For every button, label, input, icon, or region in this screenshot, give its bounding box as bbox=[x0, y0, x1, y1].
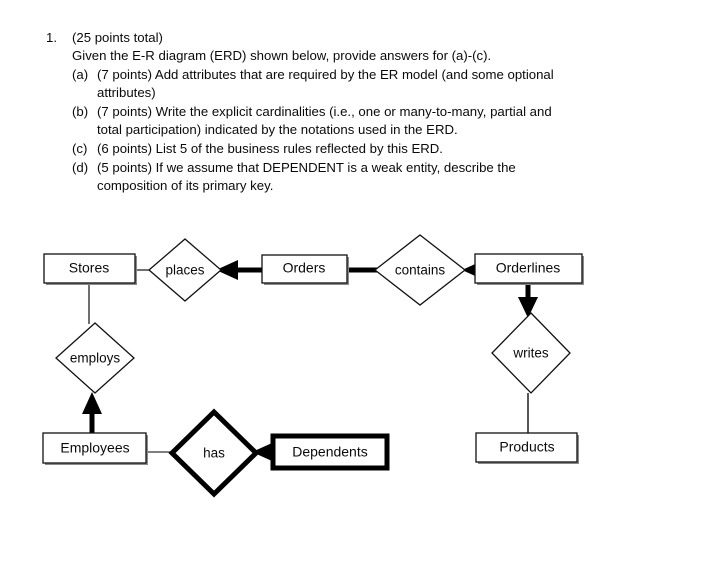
question-line-1: (25 points total) bbox=[72, 30, 163, 45]
connector-orderlines-writes bbox=[518, 283, 538, 318]
question-line-b-cont: total participation) indicated by the no… bbox=[97, 122, 458, 137]
entity-dependents[interactable]: Dependents bbox=[270, 433, 390, 471]
question-line-2: Given the E-R diagram (ERD) shown below,… bbox=[72, 48, 492, 63]
list-marker-a: (a) bbox=[72, 67, 89, 82]
entity-orders[interactable]: Orders bbox=[261, 254, 349, 285]
list-marker-1: 1. bbox=[46, 30, 57, 45]
connector-orders-places bbox=[216, 260, 262, 280]
relationship-employs[interactable]: employs bbox=[55, 322, 135, 394]
entity-stores[interactable]: Stores bbox=[43, 253, 137, 285]
relationship-has[interactable]: has bbox=[168, 408, 260, 498]
question-line-b: (7 points) Write the explicit cardinalit… bbox=[97, 104, 552, 119]
relationship-places[interactable]: places bbox=[148, 238, 222, 302]
question-line-a: (7 points) Add attributes that are requi… bbox=[97, 67, 554, 82]
connector-employees-employs bbox=[82, 392, 102, 433]
relationship-contains[interactable]: contains bbox=[373, 234, 467, 306]
question-line-c: (6 points) List 5 of the business rules … bbox=[97, 141, 443, 156]
list-marker-d: (d) bbox=[72, 160, 89, 175]
entity-orderlines[interactable]: Orderlines bbox=[474, 253, 584, 285]
entity-employees[interactable]: Employees bbox=[42, 432, 148, 465]
list-marker-c: (c) bbox=[72, 141, 88, 156]
list-marker-b: (b) bbox=[72, 104, 89, 119]
entity-products[interactable]: Products bbox=[475, 432, 579, 464]
relationship-writes[interactable]: writes bbox=[491, 312, 571, 394]
question-line-d-cont: composition of its primary key. bbox=[97, 178, 274, 193]
question-line-a-cont: attributes) bbox=[97, 85, 156, 100]
question-line-d: (5 points) If we assume that DEPENDENT i… bbox=[97, 160, 516, 175]
